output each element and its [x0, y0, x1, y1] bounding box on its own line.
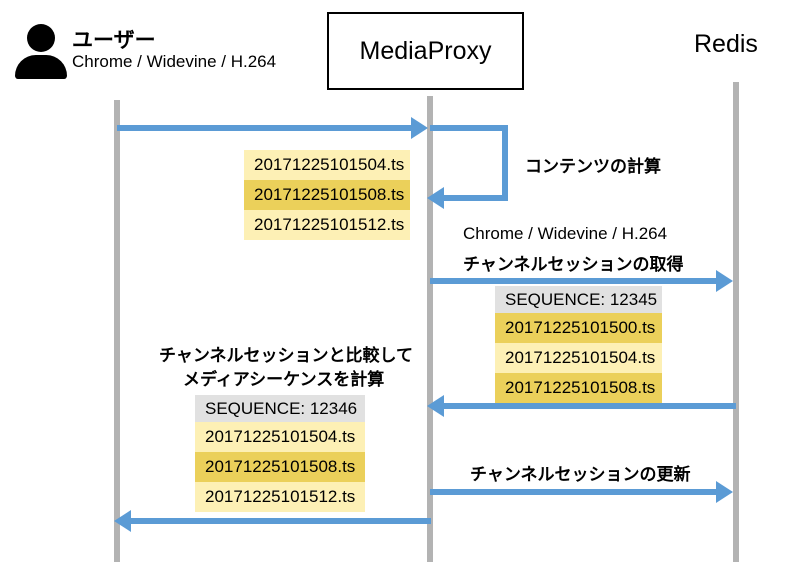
segment-item: 20171225101512.ts — [244, 210, 410, 240]
message-arrow-proxy-to-redis-line — [430, 278, 718, 284]
message-arrow-user-to-proxy-head — [411, 117, 428, 139]
message-arrow-proxy-to-user-head — [114, 510, 131, 532]
participant-mediaproxy-name: MediaProxy — [359, 36, 492, 65]
message-arrow-proxy-to-user-line — [131, 518, 431, 524]
block-sequence-header: SEQUENCE: 12346 — [195, 395, 365, 422]
label-compute-media-sequence-line2: メディアシーケンスを計算 — [183, 370, 385, 389]
person-icon-body — [15, 55, 67, 79]
message-arrow-user-to-proxy-line — [117, 125, 419, 131]
message-arrow-proxy-to-redis-head — [716, 270, 733, 292]
segment-item: 20171225101504.ts — [244, 150, 410, 180]
participant-user-name: ユーザー — [72, 29, 156, 52]
segment-item: 20171225101504.ts — [495, 343, 662, 373]
block-proxy-playlist: 20171225101504.ts 20171225101508.ts 2017… — [244, 150, 410, 240]
segment-item: 20171225101508.ts — [195, 452, 365, 482]
participant-redis-name: Redis — [694, 30, 758, 58]
segment-item: 20171225101508.ts — [495, 373, 662, 403]
block-sequence-header: SEQUENCE: 12345 — [495, 286, 662, 313]
lifeline-mediaproxy — [427, 96, 433, 562]
selfloop-arrow-head — [427, 187, 444, 209]
segment-item: 20171225101508.ts — [244, 180, 410, 210]
participant-user-subtitle: Chrome / Widevine / H.264 — [72, 52, 277, 71]
participant-mediaproxy-box: MediaProxy — [327, 12, 524, 90]
block-redis-channel-session: SEQUENCE: 12345 20171225101500.ts 201712… — [495, 286, 662, 403]
segment-item: 20171225101512.ts — [195, 482, 365, 512]
label-compute-media-sequence-line1: チャンネルセッションと比較して — [159, 346, 413, 365]
lifeline-redis — [733, 82, 739, 562]
message-arrow-redis-to-proxy-line — [444, 403, 736, 409]
message-arrow-proxy-to-redis-update-line — [430, 489, 718, 495]
person-icon-head — [27, 24, 55, 52]
label-update-channel-session: チャンネルセッションの更新 — [470, 465, 691, 484]
lifeline-user — [114, 100, 120, 562]
selfloop-bottom-segment — [444, 195, 508, 201]
message-arrow-redis-to-proxy-head — [427, 395, 444, 417]
person-icon — [14, 24, 68, 79]
block-computed-session: SEQUENCE: 12346 20171225101504.ts 201712… — [195, 395, 365, 512]
segment-item: 20171225101500.ts — [495, 313, 662, 343]
label-get-session-line1: Chrome / Widevine / H.264 — [463, 224, 668, 243]
label-content-calculation: コンテンツの計算 — [525, 157, 661, 176]
segment-item: 20171225101504.ts — [195, 422, 365, 452]
selfloop-top-segment — [430, 125, 508, 131]
message-arrow-proxy-to-redis-update-head — [716, 481, 733, 503]
label-get-session-line2: チャンネルセッションの取得 — [463, 255, 684, 274]
selfloop-right-segment — [502, 125, 508, 201]
